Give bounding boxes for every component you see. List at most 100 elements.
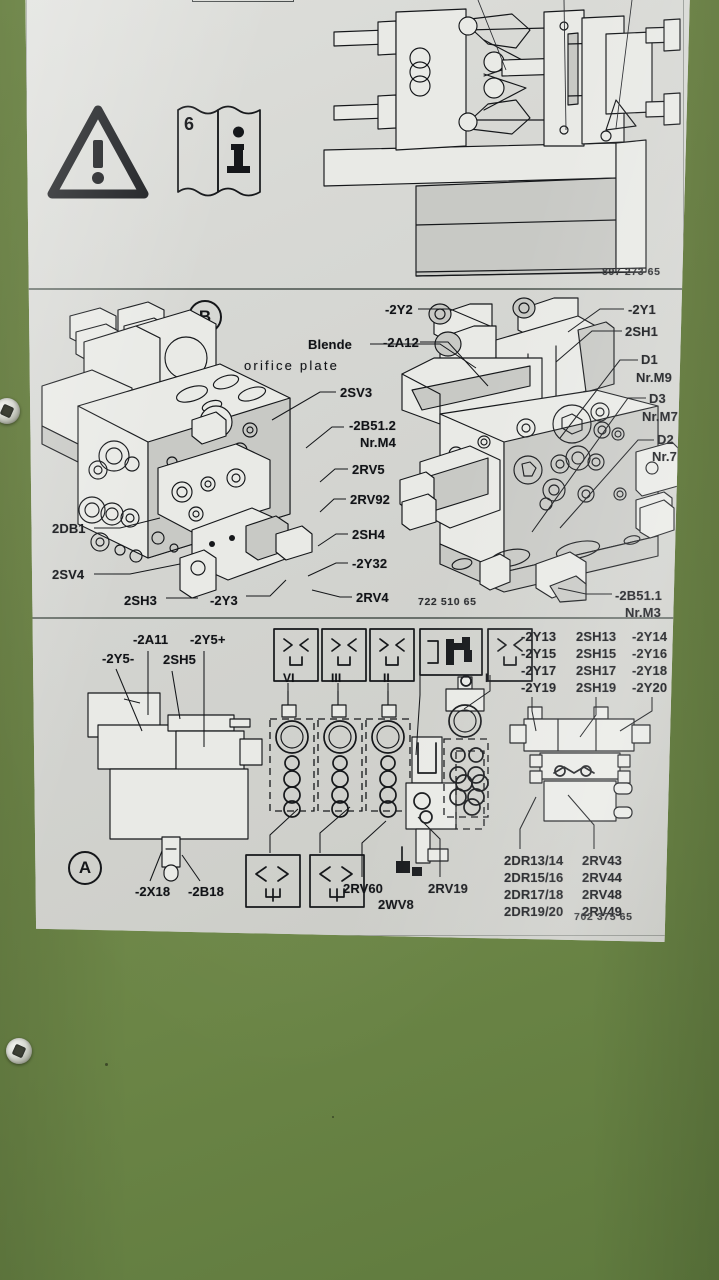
label-orifice-plate: orifice plate [244, 358, 340, 373]
label-2y1: -2Y1 [628, 302, 656, 317]
label-2y5-minus: -2Y5- [102, 651, 135, 666]
label-2x18: -2X18 [135, 884, 171, 899]
label-2sv3: 2SV3 [340, 385, 373, 400]
symbol-roman-i: I [485, 671, 489, 685]
symbol-roman-iii: III [331, 671, 342, 685]
valve-block-left-drawing [41, 301, 313, 599]
label-d3-nr: Nr.M7 [642, 409, 678, 424]
label-2b18: -2B18 [188, 884, 224, 899]
symbol-boxes-row [273, 628, 533, 682]
label-2y15: -2Y15 [521, 646, 557, 661]
panel-screw-left-upper [0, 398, 20, 424]
leader-lines-left-group [115, 651, 205, 882]
label-2rv19: 2RV19 [428, 881, 469, 896]
paint-speck [105, 1063, 108, 1066]
panel-divider-2 [25, 617, 690, 619]
symbol-box-ejector [419, 628, 483, 676]
label-2rv49: 2RV49 [582, 904, 623, 919]
label-2wv8: 2WV8 [378, 897, 414, 912]
label-2y18: -2Y18 [632, 663, 668, 678]
label-d2-nr: Nr.7 [652, 449, 677, 464]
manual-chapter-number: 6 [184, 114, 194, 134]
label-2y17: -2Y17 [521, 663, 557, 678]
label-2rv48: 2RV48 [582, 887, 623, 902]
label-blende: Blende [308, 337, 352, 352]
bottom-panel-part-number: 702 375 65 [574, 911, 633, 923]
open-manual-icon: 6 [177, 105, 261, 197]
symbol-box-ii [369, 628, 415, 682]
label-2b51-2-nr: Nr.M4 [360, 435, 396, 450]
panel-schematic-a: A -2Y5- -2A11 2SH5 -2Y5+ -2X18 -2B18 [25, 619, 690, 939]
symbol-roman-ii: II [383, 671, 390, 685]
label-2sh1: 2SH1 [625, 324, 658, 339]
label-2rv44: 2RV44 [582, 870, 623, 885]
label-2sh13: 2SH13 [576, 629, 617, 644]
symbol-box-iii [321, 628, 367, 682]
machine-nameplate-placard: 6 [25, 0, 690, 942]
throttle-symbol-box-1 [245, 854, 301, 908]
leader-lines-centre [269, 675, 491, 877]
panel-valve-block-b: B [25, 290, 690, 620]
label-2rv60: 2RV60 [343, 881, 384, 896]
label-d1: D1 [641, 352, 658, 367]
label-2y2: -2Y2 [385, 302, 413, 317]
panel-machine-overview: 6 [25, 0, 690, 288]
label-2sh5: 2SH5 [163, 652, 196, 667]
throttle-symbol-box-2 [309, 854, 365, 908]
warning-triangle-icon [47, 105, 149, 199]
panel-divider-1 [25, 288, 690, 290]
label-d1-nr: Nr.M9 [636, 370, 672, 385]
label-2b51-1: -2B51.1 [615, 588, 662, 603]
label-2y3: -2Y3 [210, 593, 238, 608]
label-2y16: -2Y16 [632, 646, 668, 661]
label-d3: D3 [649, 391, 666, 406]
label-2y32: -2Y32 [352, 556, 388, 571]
label-2y13: -2Y13 [521, 629, 557, 644]
label-2rv92: 2RV92 [350, 492, 391, 507]
valve-block-right-drawing [399, 297, 679, 603]
wv8-symbol [396, 846, 422, 876]
label-d2: D2 [657, 432, 674, 447]
label-2sh15: 2SH15 [576, 646, 617, 661]
label-2sh4: 2SH4 [352, 527, 385, 542]
label-2b51-1-nr: Nr.M3 [625, 605, 661, 620]
machine-line-drawing [323, 0, 681, 277]
label-2sv4: 2SV4 [52, 567, 85, 582]
right-label-col-3: -2Y14 -2Y16 -2Y18 -2Y20 [632, 629, 667, 695]
right-bottom-col-2: 2RV43 2RV44 2RV48 2RV49 [582, 853, 622, 919]
centre-valve-drawing [443, 675, 489, 818]
label-2sh17: 2SH17 [576, 663, 617, 678]
right-label-col-1: -2Y13 -2Y15 -2Y17 -2Y19 [521, 629, 556, 695]
label-2y14: -2Y14 [632, 629, 668, 644]
label-2dr19-20: 2DR19/20 [504, 904, 564, 919]
right-valve-schematic [509, 706, 651, 822]
label-2rv4: 2RV4 [356, 590, 389, 605]
panel-screw-left-lower [6, 1038, 32, 1064]
top-panel-part-number: 897 273 65 [602, 266, 661, 278]
label-2rv43: 2RV43 [582, 853, 623, 868]
label-2dr15-16: 2DR15/16 [504, 870, 564, 885]
label-2dr17-18: 2DR17/18 [504, 887, 564, 902]
info-letter-i [227, 126, 250, 173]
label-2y20: -2Y20 [632, 680, 668, 695]
top-cutoff-box-right [192, 0, 294, 2]
symbol-box-vi [273, 628, 319, 682]
paint-speck-2 [332, 1116, 334, 1118]
label-2rv5: 2RV5 [352, 462, 385, 477]
panel-tag-a: A [68, 851, 102, 885]
label-2dr13-14: 2DR13/14 [504, 853, 564, 868]
flow-symbol-boxes [245, 854, 365, 908]
label-2y19: -2Y19 [521, 680, 557, 695]
label-2a11: -2A11 [133, 632, 169, 647]
label-2a12: -2A12 [383, 335, 419, 350]
label-2sh3: 2SH3 [124, 593, 157, 608]
leader-lines-right [519, 697, 653, 849]
leader-lines-panel-b [94, 308, 654, 599]
middle-panel-part-number: 722 510 65 [418, 596, 477, 608]
right-label-col-2: 2SH13 2SH15 2SH17 2SH19 [576, 629, 616, 695]
label-2sh19: 2SH19 [576, 680, 617, 695]
label-2y5-plus: -2Y5+ [190, 632, 226, 647]
label-2b51-2: -2B51.2 [349, 418, 396, 433]
right-bottom-col-1: 2DR13/14 2DR15/16 2DR17/18 2DR19/20 [504, 853, 563, 919]
